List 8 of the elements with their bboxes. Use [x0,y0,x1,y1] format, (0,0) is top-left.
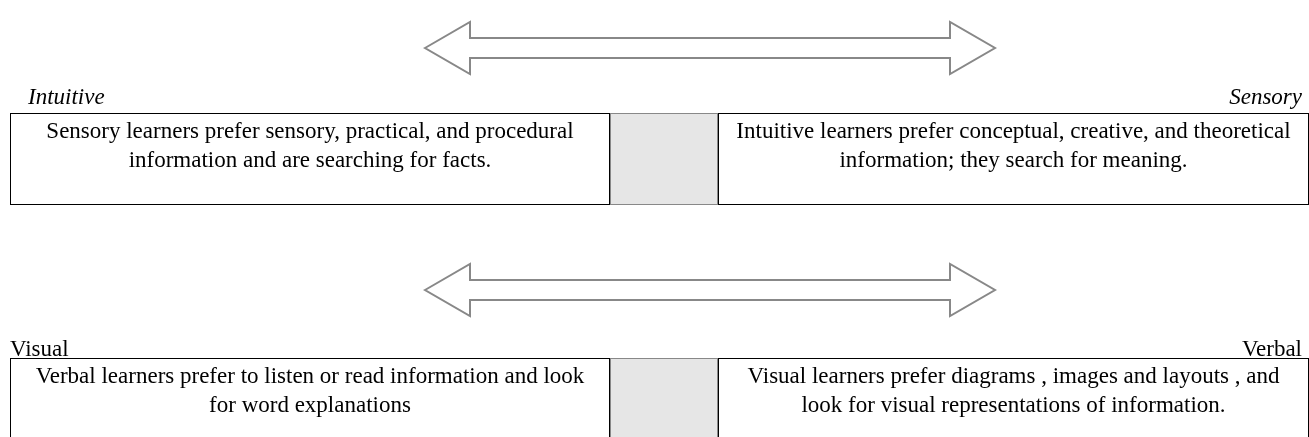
pole-label: Intuitive [28,82,138,112]
description-cell: Intuitive learners prefer conceptual, creative, and theoretical information; they search for meaning. [718,113,1309,205]
description-cell: Verbal learners prefer to listen or read information and look for word explanations [10,358,610,437]
shaded-cell [610,358,718,437]
pole-label: Sensory [1200,82,1302,112]
description-cell: Visual learners prefer diagrams , images and layouts , and look for visual representations of information. [718,358,1309,437]
description-cell: Sensory learners prefer sensory, practical, and procedural information and are searching for facts. [10,113,610,205]
shaded-cell [610,113,718,205]
